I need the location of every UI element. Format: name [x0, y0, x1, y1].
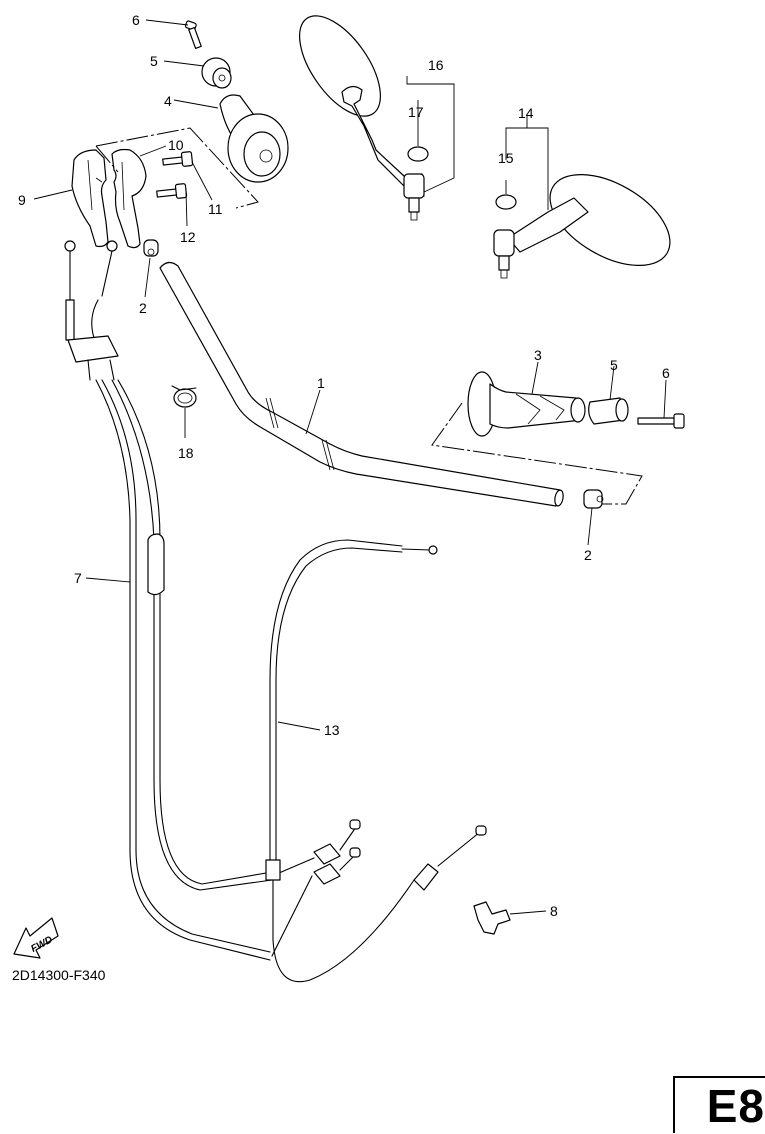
screw-10[interactable]	[162, 151, 194, 167]
handlebar[interactable]	[159, 261, 564, 507]
bolt-left[interactable]	[184, 20, 202, 50]
handlebar-end-plug-right[interactable]	[583, 489, 604, 509]
callout-2-right: 2	[584, 547, 592, 563]
callout-3: 3	[534, 347, 542, 363]
page-id: E8	[706, 1080, 765, 1132]
mirror-cap-left[interactable]	[407, 146, 429, 162]
throttle-housing[interactable]	[111, 148, 147, 249]
callout-5-right: 5	[610, 357, 618, 373]
mirror-cap-right[interactable]	[495, 194, 517, 210]
leader-lines	[33, 19, 667, 915]
bracket-14	[505, 116, 549, 210]
throttle-housing-cap[interactable]	[71, 149, 109, 248]
callout-7: 7	[74, 570, 82, 586]
callout-13: 8	[550, 903, 558, 919]
callout-14: 14	[518, 105, 534, 121]
callout-8: 9	[18, 192, 26, 208]
hose-clamp[interactable]	[171, 385, 197, 408]
callout-11: 12	[180, 229, 196, 245]
callout-6: 6	[132, 12, 140, 28]
bar-end-weight-left[interactable]	[201, 57, 232, 89]
callout-2-left: 2	[139, 300, 147, 316]
throttle-cable-assembly[interactable]	[64, 240, 361, 961]
assembly-boundary-left-edge	[95, 145, 119, 173]
rear-view-mirror-left[interactable]	[284, 2, 425, 221]
callouts: 6 5 4 10 9 11 12 2 16 17 14 15 1 18 3 5 …	[18, 12, 670, 919]
grip-left[interactable]	[219, 94, 289, 183]
forward-arrow-icon: FWD	[13, 917, 59, 959]
clutch-cable[interactable]	[265, 539, 487, 983]
callout-10: 11	[208, 201, 223, 217]
callout-15: 15	[498, 150, 514, 166]
callout-1: 1	[317, 375, 325, 391]
rear-view-mirror-right[interactable]	[493, 156, 685, 284]
bracket-16	[406, 76, 455, 193]
bolt-right[interactable]	[637, 413, 685, 429]
screw-11[interactable]	[156, 183, 188, 199]
callout-6-right: 6	[662, 365, 670, 381]
callout-9: 10	[168, 137, 184, 153]
assembly-boundary-left	[95, 127, 259, 209]
callout-12: 13	[324, 722, 340, 738]
callout-5: 5	[150, 53, 158, 69]
callout-17: 17	[408, 104, 424, 120]
grip-right[interactable]	[467, 371, 586, 437]
figure-code: 2D14300-F340	[12, 967, 106, 983]
bar-end-weight-right[interactable]	[588, 397, 629, 425]
callout-18: 18	[178, 445, 194, 461]
assembly-boundary-right	[431, 402, 643, 505]
callout-16: 16	[428, 57, 444, 73]
callout-4: 4	[164, 93, 172, 109]
page-id-box: E8	[673, 1076, 765, 1133]
handlebar-end-plug-left[interactable]	[143, 239, 159, 257]
cable-clip[interactable]	[473, 901, 511, 935]
